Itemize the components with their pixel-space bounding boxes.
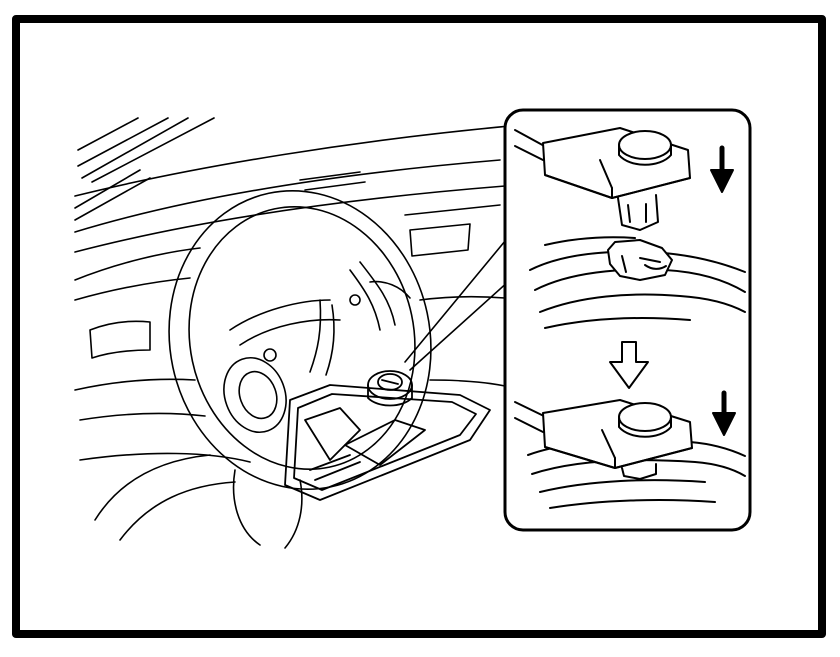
dash-right-panel xyxy=(404,204,501,216)
dash-right-lower-2 xyxy=(429,379,506,387)
down-arrow-icon xyxy=(710,145,734,193)
dashboard-view xyxy=(74,117,511,549)
steering-column xyxy=(232,469,261,546)
defroster-vent xyxy=(299,171,366,191)
dash-left-lower xyxy=(74,378,196,391)
leader-line-bottom xyxy=(409,279,511,371)
dash-left-curve-2 xyxy=(119,481,236,541)
airbag-connector-socket xyxy=(367,370,413,407)
dash-right-vent xyxy=(409,223,471,257)
down-arrow-icon xyxy=(712,390,736,436)
horn-pad-left xyxy=(223,357,287,433)
dash-left-vent xyxy=(89,320,151,359)
windshield-edge xyxy=(74,125,511,197)
hollow-down-arrow-icon xyxy=(609,341,649,389)
outer-frame xyxy=(12,15,826,638)
horn-pad-left-inner xyxy=(238,370,278,420)
windshield-hatching xyxy=(74,117,215,221)
leader-line-top xyxy=(404,234,511,363)
connector-above-terminal xyxy=(514,127,691,231)
steering-wheel-rim-inner xyxy=(188,206,416,470)
steering-column-2 xyxy=(284,479,303,549)
connector-detail-inset xyxy=(503,108,752,532)
dash-right-lower xyxy=(419,295,506,301)
dash-left-knee xyxy=(79,452,251,463)
dash-left-lower-2 xyxy=(79,412,206,421)
dash-left-curve xyxy=(94,454,211,521)
airbag-module xyxy=(284,384,491,501)
dash-left-panel xyxy=(74,247,201,281)
connector-connected xyxy=(514,399,746,509)
terminal-socket-top xyxy=(529,236,746,329)
wiring-harness xyxy=(229,261,411,376)
dash-top-line xyxy=(74,159,501,233)
dash-top-line-2 xyxy=(74,185,506,253)
